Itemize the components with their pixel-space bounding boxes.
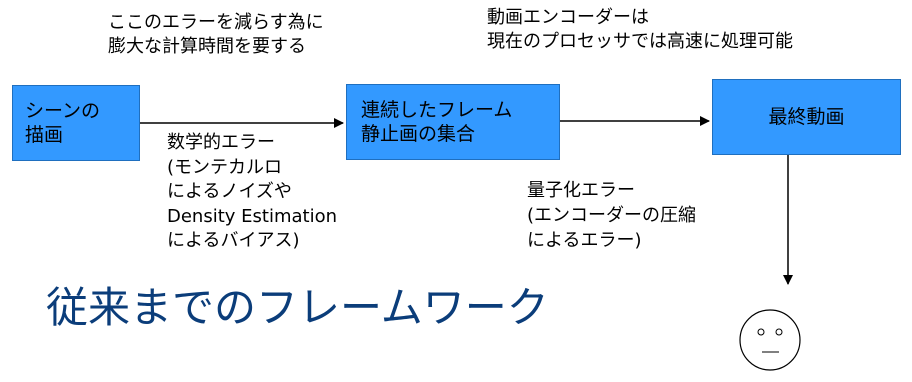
- annotation-line: 量子化エラー: [527, 180, 635, 201]
- annotation-line: によるバイアス): [167, 230, 300, 251]
- final-node-label: 最終動画: [768, 106, 845, 128]
- annotation-line: 現在のプロセッサでは高速に処理可能: [487, 31, 793, 52]
- frames-node-line-1: 連続したフレーム: [361, 99, 513, 121]
- annotation-line: 膨大な計算時間を要する: [108, 36, 306, 57]
- final-video-node: 最終動画: [712, 79, 901, 155]
- scene-rendering-node: シーンの 描画: [12, 85, 140, 161]
- annotation-line: (エンコーダーの圧縮: [527, 205, 697, 226]
- annotation-line: 動画エンコーダーは: [487, 7, 649, 28]
- annotation-line: 数学的エラー: [167, 132, 275, 153]
- annotation-line: によるノイズや: [167, 181, 292, 202]
- scene-node-line-2: 描画: [25, 124, 64, 146]
- compute-cost-annotation: ここのエラーを減らす為に 膨大な計算時間を要する: [108, 11, 324, 59]
- math-error-annotation: 数学的エラー (モンテカルロ によるノイズや Density Estimatio…: [167, 131, 337, 254]
- framework-title: 従来までのフレームワーク: [46, 283, 549, 332]
- frames-node: 連続したフレーム 静止画の集合: [346, 84, 560, 160]
- frames-node-line-2: 静止画の集合: [361, 123, 476, 145]
- quantization-error-annotation: 量子化エラー (エンコーダーの圧縮 によるエラー): [527, 178, 696, 253]
- annotation-line: Density Estimation: [167, 205, 338, 227]
- encoder-speed-annotation: 動画エンコーダーは 現在のプロセッサでは高速に処理可能: [487, 6, 793, 54]
- viewer-face-icon: [739, 309, 801, 371]
- annotation-line: ここのエラーを減らす為に: [108, 12, 324, 33]
- annotation-line: (モンテカルロ: [167, 156, 283, 178]
- scene-node-line-1: シーンの: [25, 100, 101, 122]
- annotation-line: によるエラー): [527, 230, 642, 251]
